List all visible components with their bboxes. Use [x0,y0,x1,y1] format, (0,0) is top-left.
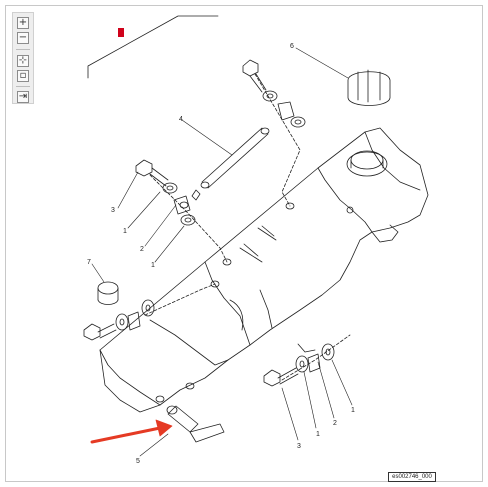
callout-3: 3 [297,443,301,450]
export-icon[interactable]: ⇥ [17,91,29,103]
fit-page-icon[interactable]: ⊹ [17,55,29,67]
figure-reference: es002746_000 [388,472,436,482]
callout-3: 3 [111,207,115,214]
upper-bolt-set [242,59,306,128]
callout-5: 5 [136,458,140,465]
diagram-viewer [5,5,483,482]
callout-6: 6 [290,43,294,50]
callout-4: 4 [179,116,183,123]
callout-7: 7 [87,259,91,266]
toolbar-divider [16,49,30,50]
callout-2: 2 [333,420,337,427]
callout-labels: 6 4 3 1 2 1 7 5 3 1 2 1 [87,43,355,465]
part-6-cap [347,69,391,106]
right-lower-bolt-set [263,343,335,387]
actual-size-icon[interactable]: ▫ [17,70,29,82]
part-7-bushing [97,281,119,305]
zoom-in-icon[interactable]: + [17,17,29,29]
viewer-toolbar: + − ⊹ ▫ ⇥ [12,12,34,104]
part-4-tube [200,127,270,189]
sheet-border [87,15,219,79]
hotspot-marker[interactable] [118,28,124,37]
callout-1: 1 [151,262,155,269]
callout-1: 1 [316,431,320,438]
callout-2: 2 [140,246,144,253]
toolbar-divider [16,86,30,87]
left-lower-bolt-set [83,299,155,341]
zoom-out-icon[interactable]: − [17,32,29,44]
leader-lines [91,47,353,457]
callout-1: 1 [123,228,127,235]
pointer-arrow [90,419,173,444]
left-upper-bolt-set [135,159,201,226]
callout-1: 1 [351,407,355,414]
housing-body [99,127,429,413]
part-5-fitting [166,405,225,443]
